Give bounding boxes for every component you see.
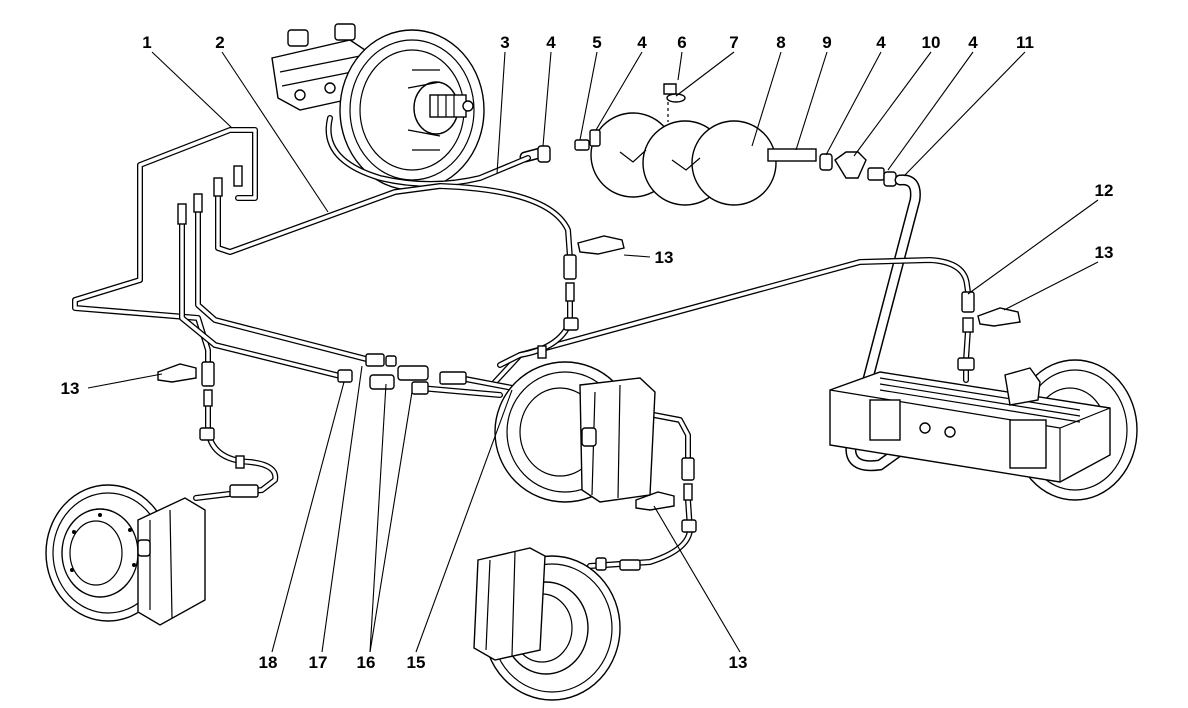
callout-5: 5 — [592, 33, 601, 52]
callout-8: 8 — [776, 33, 785, 52]
brake-pipes — [72, 127, 971, 569]
callout-13-right: 13 — [1095, 243, 1114, 262]
callout-13-centre: 13 — [655, 248, 674, 267]
callout-13-bottom: 13 — [729, 653, 748, 672]
vacuum-reservoir-icon — [590, 83, 817, 206]
callout-18: 18 — [259, 653, 278, 672]
callout-15: 15 — [407, 653, 426, 672]
callout-10: 10 — [922, 33, 941, 52]
callout-9: 9 — [822, 33, 831, 52]
pipe-fittings — [177, 165, 975, 571]
callout-1: 1 — [142, 33, 151, 52]
callout-6: 6 — [677, 33, 686, 52]
callout-labels: 1 2 3 4 5 4 6 7 8 9 4 10 4 11 12 13 13 1… — [61, 33, 1114, 672]
brake-booster-icon — [339, 29, 485, 191]
callout-2: 2 — [215, 33, 224, 52]
callout-13-left: 13 — [61, 379, 80, 398]
callout-11: 11 — [1016, 33, 1034, 52]
brake-caliper-icon — [137, 497, 206, 626]
callout-7: 7 — [729, 33, 738, 52]
callout-4b: 4 — [637, 33, 647, 52]
rear-axle-housing-icon — [829, 367, 1111, 483]
callout-4d: 4 — [968, 33, 978, 52]
bracket-clip-icon — [157, 235, 1021, 511]
booster-hose — [325, 115, 531, 187]
callout-17: 17 — [309, 653, 328, 672]
callout-12: 12 — [1095, 181, 1114, 200]
leader-lines — [87, 51, 1099, 653]
callout-16: 16 — [357, 653, 376, 672]
callout-4c: 4 — [876, 33, 886, 52]
brake-caliper-icon — [579, 377, 656, 503]
callout-3: 3 — [500, 33, 509, 52]
brake-caliper-icon — [473, 547, 546, 661]
callout-4a: 4 — [546, 33, 556, 52]
